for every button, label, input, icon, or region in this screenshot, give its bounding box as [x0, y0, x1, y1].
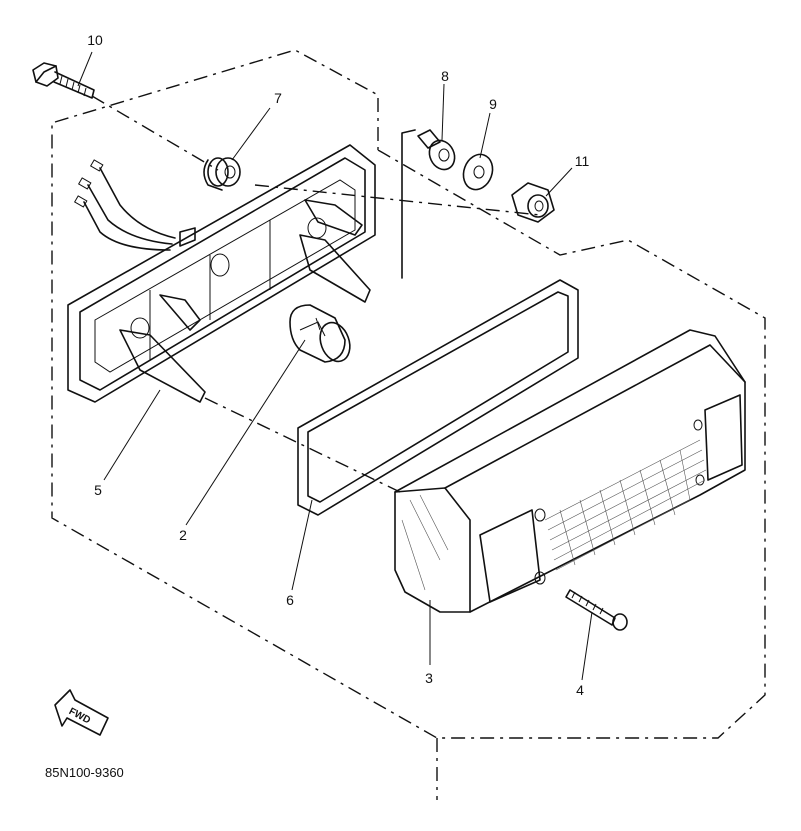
leader-2	[185, 339, 306, 526]
leader-11	[545, 167, 573, 197]
align-line-lens	[204, 397, 401, 493]
leader-5	[103, 389, 161, 481]
callout-3: 3	[425, 670, 433, 686]
leader-6	[291, 499, 313, 591]
collar-8	[417, 129, 456, 171]
align-line-bolt	[91, 95, 219, 171]
align-line-hw	[254, 184, 541, 216]
leader-10	[77, 51, 93, 87]
callout-11: 11	[574, 153, 590, 169]
callout-4: 4	[576, 682, 584, 698]
leader-8	[441, 83, 445, 141]
grommet-7	[203, 157, 241, 191]
fwd-arrow-icon	[54, 689, 109, 736]
callout-9: 9	[489, 96, 497, 112]
washer-9	[462, 153, 494, 191]
callout-10: 10	[87, 32, 103, 48]
callout-6: 6	[286, 592, 294, 608]
leader-7	[231, 107, 271, 161]
leader-9	[479, 112, 491, 159]
leader-4	[581, 611, 593, 681]
lamp-housing-5	[67, 144, 376, 403]
callout-5: 5	[94, 482, 102, 498]
bolt-10	[32, 62, 95, 99]
screw-4	[565, 589, 628, 631]
bulb-2	[289, 304, 351, 363]
callout-8: 8	[441, 68, 449, 84]
callout-7: 7	[274, 90, 282, 106]
diagram-code: 85N100-9360	[45, 765, 124, 780]
lens-3	[394, 329, 746, 613]
nut-11	[511, 182, 555, 223]
hardware-bracket	[401, 129, 416, 279]
assembly-boundary	[51, 49, 766, 739]
gasket-6	[297, 279, 579, 516]
callout-2: 2	[179, 527, 187, 543]
